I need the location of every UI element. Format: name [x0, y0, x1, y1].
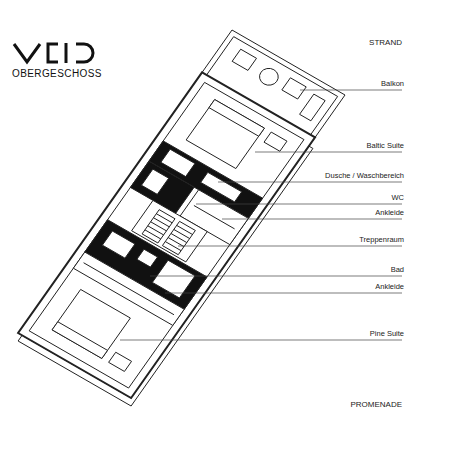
room-label: Bad [389, 266, 404, 274]
room-label: Ankleide [373, 209, 404, 217]
room-label: Balkon [379, 80, 404, 88]
room-label: Ankleide [373, 283, 404, 291]
orientation-label: PROMENADE [350, 401, 402, 409]
room-label: WC [390, 194, 405, 202]
orientation-label: STRAND [369, 39, 402, 47]
plan-title: OBERGESCHOSS [12, 69, 102, 79]
room-label: Baltic Suite [364, 142, 404, 150]
room-label: Dusche / Waschbereich [323, 172, 404, 180]
room-label: Pine Suite [368, 330, 404, 338]
building [18, 30, 345, 398]
leader-lines [120, 90, 402, 340]
logo [14, 43, 93, 63]
room-label: Treppenraum [357, 236, 404, 244]
